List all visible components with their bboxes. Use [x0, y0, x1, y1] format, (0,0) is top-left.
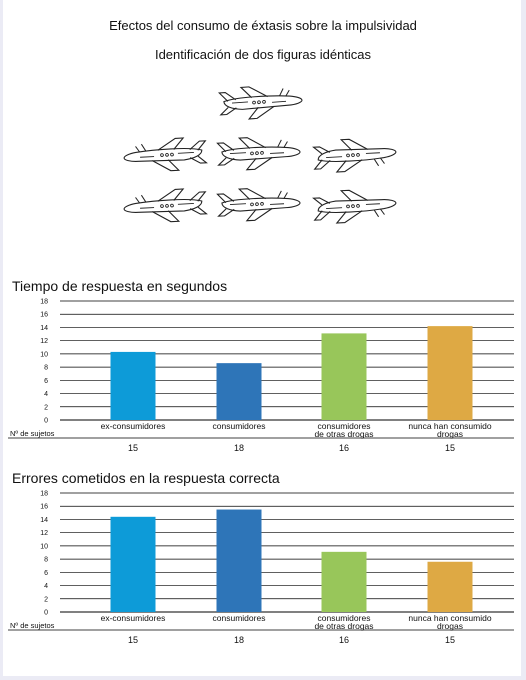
- airplane-icon: [122, 187, 208, 225]
- airplane-icon: [312, 187, 398, 225]
- bar-consumidores: [216, 509, 262, 612]
- airplane-icon: [216, 185, 302, 223]
- bar-nunca: [427, 326, 473, 420]
- category-label: consumidores: [318, 613, 371, 623]
- y-tick-label: 10: [40, 351, 48, 358]
- category-label: de otras drogas: [314, 429, 373, 439]
- airplane-icon: [218, 82, 304, 122]
- sujetos-count: 16: [339, 635, 349, 645]
- category-label: drogas: [437, 429, 463, 439]
- chart-errores-cometidos: 0 2 4 6 8 10 12 14 16 18 ex-consumidores consumidor…: [8, 491, 514, 645]
- y-tick-label: 12: [40, 530, 48, 537]
- category-label: drogas: [437, 621, 463, 631]
- airplane-icon: [122, 136, 208, 174]
- y-tick-label: 2: [44, 596, 48, 603]
- sujetos-label: Nº de sujetos: [10, 621, 55, 630]
- sujetos-count: 15: [445, 443, 455, 453]
- sujetos-count: 15: [128, 635, 138, 645]
- y-tick-label: 0: [44, 418, 48, 425]
- chart-1-title: Tiempo de respuesta en segundos: [12, 278, 228, 294]
- y-tick-label: 6: [44, 378, 48, 385]
- y-tick-label: 18: [40, 491, 48, 498]
- sujetos-label: Nº de sujetos: [10, 429, 55, 438]
- y-tick-label: 8: [44, 365, 48, 372]
- y-tick-label: 0: [44, 610, 48, 617]
- category-label: consumidores: [213, 613, 266, 623]
- category-label: nunca han consumido: [408, 421, 491, 431]
- sujetos-count: 18: [234, 635, 244, 645]
- y-tick-label: 10: [40, 543, 48, 550]
- y-tick-label: 4: [44, 391, 48, 398]
- y-tick-label: 18: [40, 299, 48, 306]
- y-tick-label: 2: [44, 404, 48, 411]
- page-title: Efectos del consumo de éxtasis sobre la …: [109, 18, 417, 33]
- y-tick-label: 16: [40, 504, 48, 511]
- y-tick-label: 6: [44, 570, 48, 577]
- bar-otras_drogas: [321, 551, 367, 612]
- sujetos-count: 16: [339, 443, 349, 453]
- airplane-icon: [216, 134, 302, 172]
- bar-otras_drogas: [321, 333, 367, 420]
- sujetos-count: 15: [128, 443, 138, 453]
- y-tick-label: 14: [40, 517, 48, 524]
- category-label: consumidores: [318, 421, 371, 431]
- y-tick-label: 8: [44, 557, 48, 564]
- category-label: consumidores: [213, 421, 266, 431]
- bar-ex_consumidores: [110, 351, 156, 420]
- y-tick-label: 4: [44, 583, 48, 590]
- airplanes-figure: [122, 82, 398, 225]
- chart-tiempo-respuesta: 0 2 4 6 8 10 12 14 16 18 ex-consumidores consumidor…: [8, 299, 514, 453]
- category-label: nunca han consumido: [408, 613, 491, 623]
- bar-nunca: [427, 561, 473, 612]
- sujetos-count: 15: [445, 635, 455, 645]
- category-label: ex-consumidores: [101, 613, 166, 623]
- sujetos-count: 18: [234, 443, 244, 453]
- category-label: ex-consumidores: [101, 421, 166, 431]
- page-subtitle: Identificación de dos figuras idénticas: [154, 47, 372, 62]
- y-tick-label: 14: [40, 325, 48, 332]
- y-tick-label: 16: [40, 312, 48, 319]
- airplane-icon: [312, 136, 398, 174]
- bar-ex_consumidores: [110, 516, 156, 612]
- y-tick-label: 12: [40, 338, 48, 345]
- category-label: de otras drogas: [314, 621, 373, 631]
- bar-consumidores: [216, 363, 262, 420]
- chart-2-title: Errores cometidos en la respuesta correc…: [12, 470, 280, 486]
